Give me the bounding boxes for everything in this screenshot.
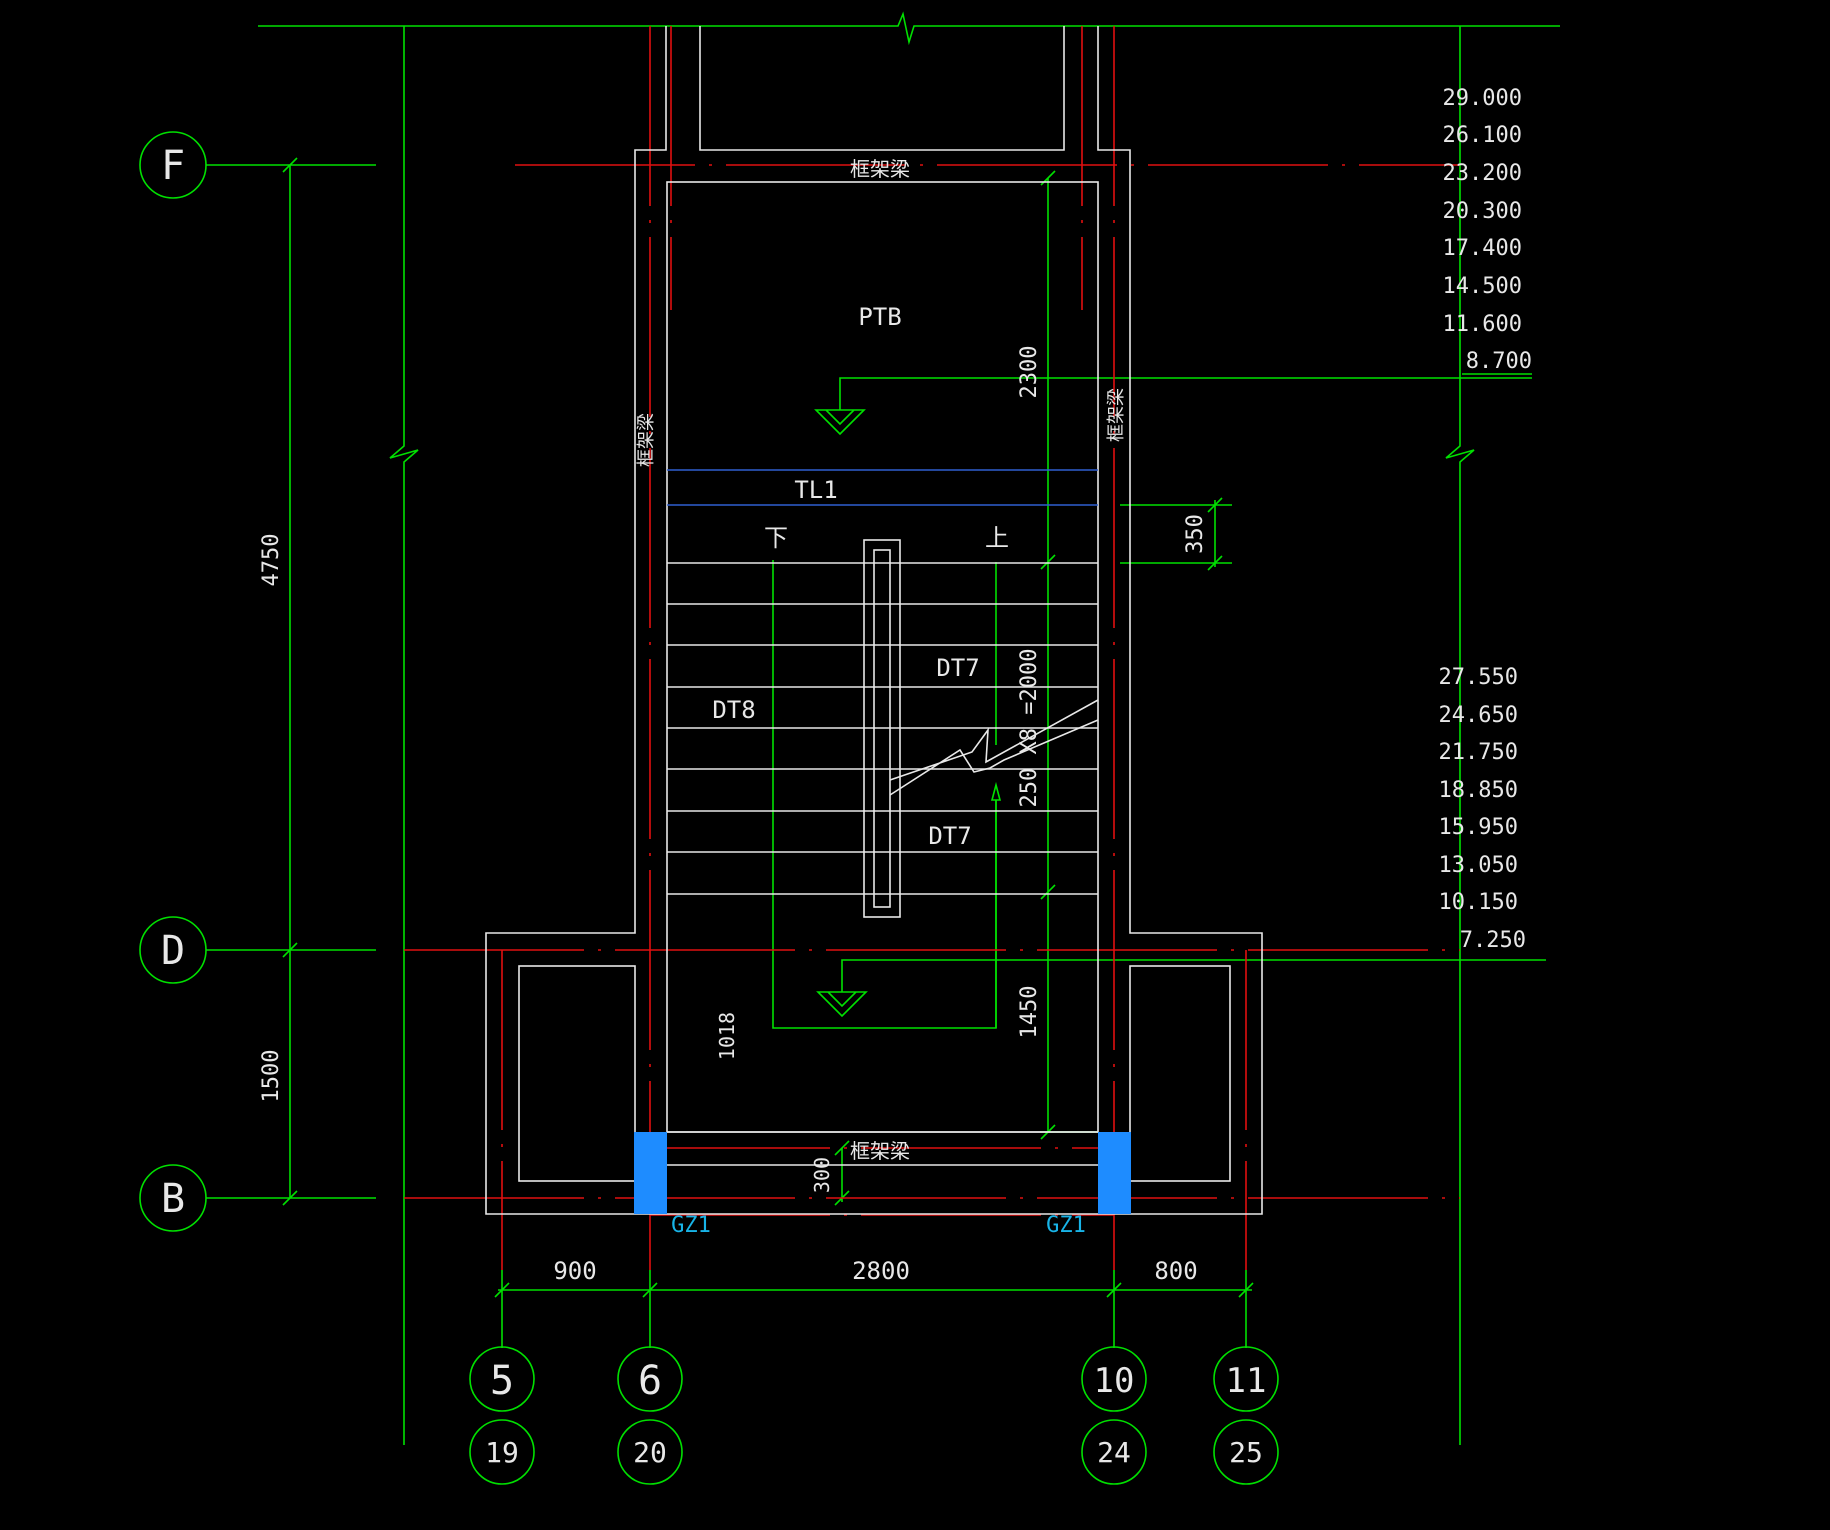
elevation-upper: 8.700	[1466, 349, 1532, 374]
ptb-label: PTB	[858, 303, 901, 331]
axis-19-label: 19	[485, 1436, 519, 1469]
dim-2300: 2300	[1017, 346, 1042, 399]
dim-tick	[642, 1282, 658, 1298]
dim-350: 350	[1183, 514, 1208, 554]
dim-1018: 1018	[715, 1012, 739, 1060]
dim-2800: 2800	[852, 1257, 910, 1285]
beam-label-bottom: 框架梁	[850, 1139, 910, 1163]
axis-bubble-f: F	[139, 131, 207, 199]
column-gz1-right	[1098, 1132, 1131, 1214]
dim-1450: 1450	[1017, 986, 1042, 1039]
dim-tick	[1040, 884, 1056, 900]
elevation-upper: 26.100	[1443, 123, 1522, 148]
dt7-lower-label: DT7	[928, 822, 971, 850]
axis-bubble-5: 5 19	[469, 1346, 535, 1485]
elevation-lower: 15.950	[1439, 815, 1518, 840]
dim-4750: 4750	[259, 534, 284, 587]
gz1-left-label: GZ1	[671, 1213, 711, 1238]
elevation-lower: 10.150	[1439, 890, 1518, 915]
left-small-room	[518, 965, 636, 1182]
up-arrow-head	[990, 781, 1002, 801]
beam-label-left: 框架梁	[636, 413, 657, 467]
axis-bubble-10: 10 24	[1081, 1346, 1147, 1485]
left-break-line	[389, 26, 419, 1445]
axis-6-label: 6	[638, 1358, 662, 1404]
stair-well-inner	[873, 549, 891, 908]
upper-elevation-symbol	[814, 409, 866, 436]
dim-steps: 250 X8 =2000	[1017, 649, 1042, 808]
axis-f-label: F	[161, 143, 185, 189]
inner-wall-outline	[699, 26, 1065, 151]
axis-10-label: 10	[1094, 1361, 1135, 1401]
dim-tick	[282, 942, 298, 958]
elevation-lower: 13.050	[1439, 853, 1518, 878]
beam-label-right: 框架梁	[1106, 388, 1127, 442]
dim-300: 300	[810, 1157, 834, 1193]
elevation-upper: 20.300	[1443, 199, 1522, 224]
dim-tick	[1040, 554, 1056, 570]
up-label: 上	[985, 524, 1009, 552]
axis-bubble-11: 11 25	[1213, 1346, 1279, 1485]
elevation-upper: 29.000	[1443, 86, 1522, 111]
elevation-lower: 27.550	[1439, 665, 1518, 690]
gz1-right-label: GZ1	[1046, 1213, 1086, 1238]
stair-well-outer	[863, 539, 901, 918]
elevation-upper: 17.400	[1443, 236, 1522, 261]
top-break-line	[258, 11, 1560, 46]
right-break-line	[1445, 26, 1475, 1445]
structural-axes	[404, 26, 1460, 1270]
beam-label-top: 框架梁	[850, 157, 910, 181]
drawing-labels: 框架梁 框架梁 框架梁 框架梁 PTB TL1 下 上 DT7 DT7 DT8 …	[259, 157, 1208, 1285]
dim-tick	[494, 1282, 510, 1298]
stair-cut-line	[889, 699, 1099, 796]
axis-24-label: 24	[1097, 1436, 1131, 1469]
dim-tick	[282, 1190, 298, 1206]
dim-tick	[1207, 555, 1223, 571]
dim-900: 900	[553, 1257, 596, 1285]
axis-bubble-6: 6 20	[617, 1346, 683, 1485]
dim-tick	[834, 1140, 850, 1156]
tl1-label: TL1	[794, 476, 837, 504]
axis-b-label: B	[161, 1176, 185, 1222]
column-gz1-left	[634, 1132, 667, 1214]
elevation-lower: 7.250	[1460, 928, 1526, 953]
dim-1500: 1500	[259, 1050, 284, 1103]
dt8-label: DT8	[712, 696, 755, 724]
elevation-upper: 23.200	[1443, 161, 1522, 186]
dim-800: 800	[1154, 1257, 1197, 1285]
elevation-lower: 24.650	[1439, 703, 1518, 728]
walk-line-down	[772, 560, 997, 1029]
upper-elevation-leader	[839, 377, 1532, 410]
elevation-upper: 11.600	[1443, 312, 1522, 337]
elevations-lower: 27.550 24.650 21.750 18.850 15.950 13.05…	[1439, 665, 1526, 953]
lower-elevation-symbol	[816, 991, 868, 1018]
blue-elements	[634, 469, 1131, 1214]
axis-bubble-b: B	[139, 1164, 207, 1232]
down-label: 下	[764, 524, 788, 552]
elevation-lower: 21.750	[1439, 740, 1518, 765]
dim-tick	[282, 157, 298, 173]
dim-tick	[1106, 1282, 1122, 1298]
axis-lines	[206, 11, 1560, 1445]
axis-11-label: 11	[1226, 1361, 1267, 1401]
axis-5-label: 5	[490, 1358, 514, 1404]
elevation-upper: 14.500	[1443, 274, 1522, 299]
dt7-upper-label: DT7	[936, 654, 979, 682]
elevations-upper: 29.000 26.100 23.200 20.300 17.400 14.50…	[1443, 86, 1532, 374]
lower-elevation-leader	[841, 959, 1546, 992]
stair-treads	[667, 562, 1098, 895]
outer-wall-outline	[485, 26, 1263, 1215]
right-small-room	[1129, 965, 1231, 1182]
dim-tick	[1238, 1282, 1254, 1298]
axis-bubbles: F D B 5 19 6 20 10 24	[139, 131, 1279, 1485]
axis-bubble-d: D	[139, 916, 207, 984]
axis-d-label: D	[161, 928, 185, 974]
elevation-lower: 18.850	[1439, 778, 1518, 803]
axis-25-label: 25	[1229, 1436, 1263, 1469]
axis-20-label: 20	[633, 1436, 667, 1469]
dim-tick	[1207, 497, 1223, 513]
wall-outlines	[485, 26, 1263, 1215]
